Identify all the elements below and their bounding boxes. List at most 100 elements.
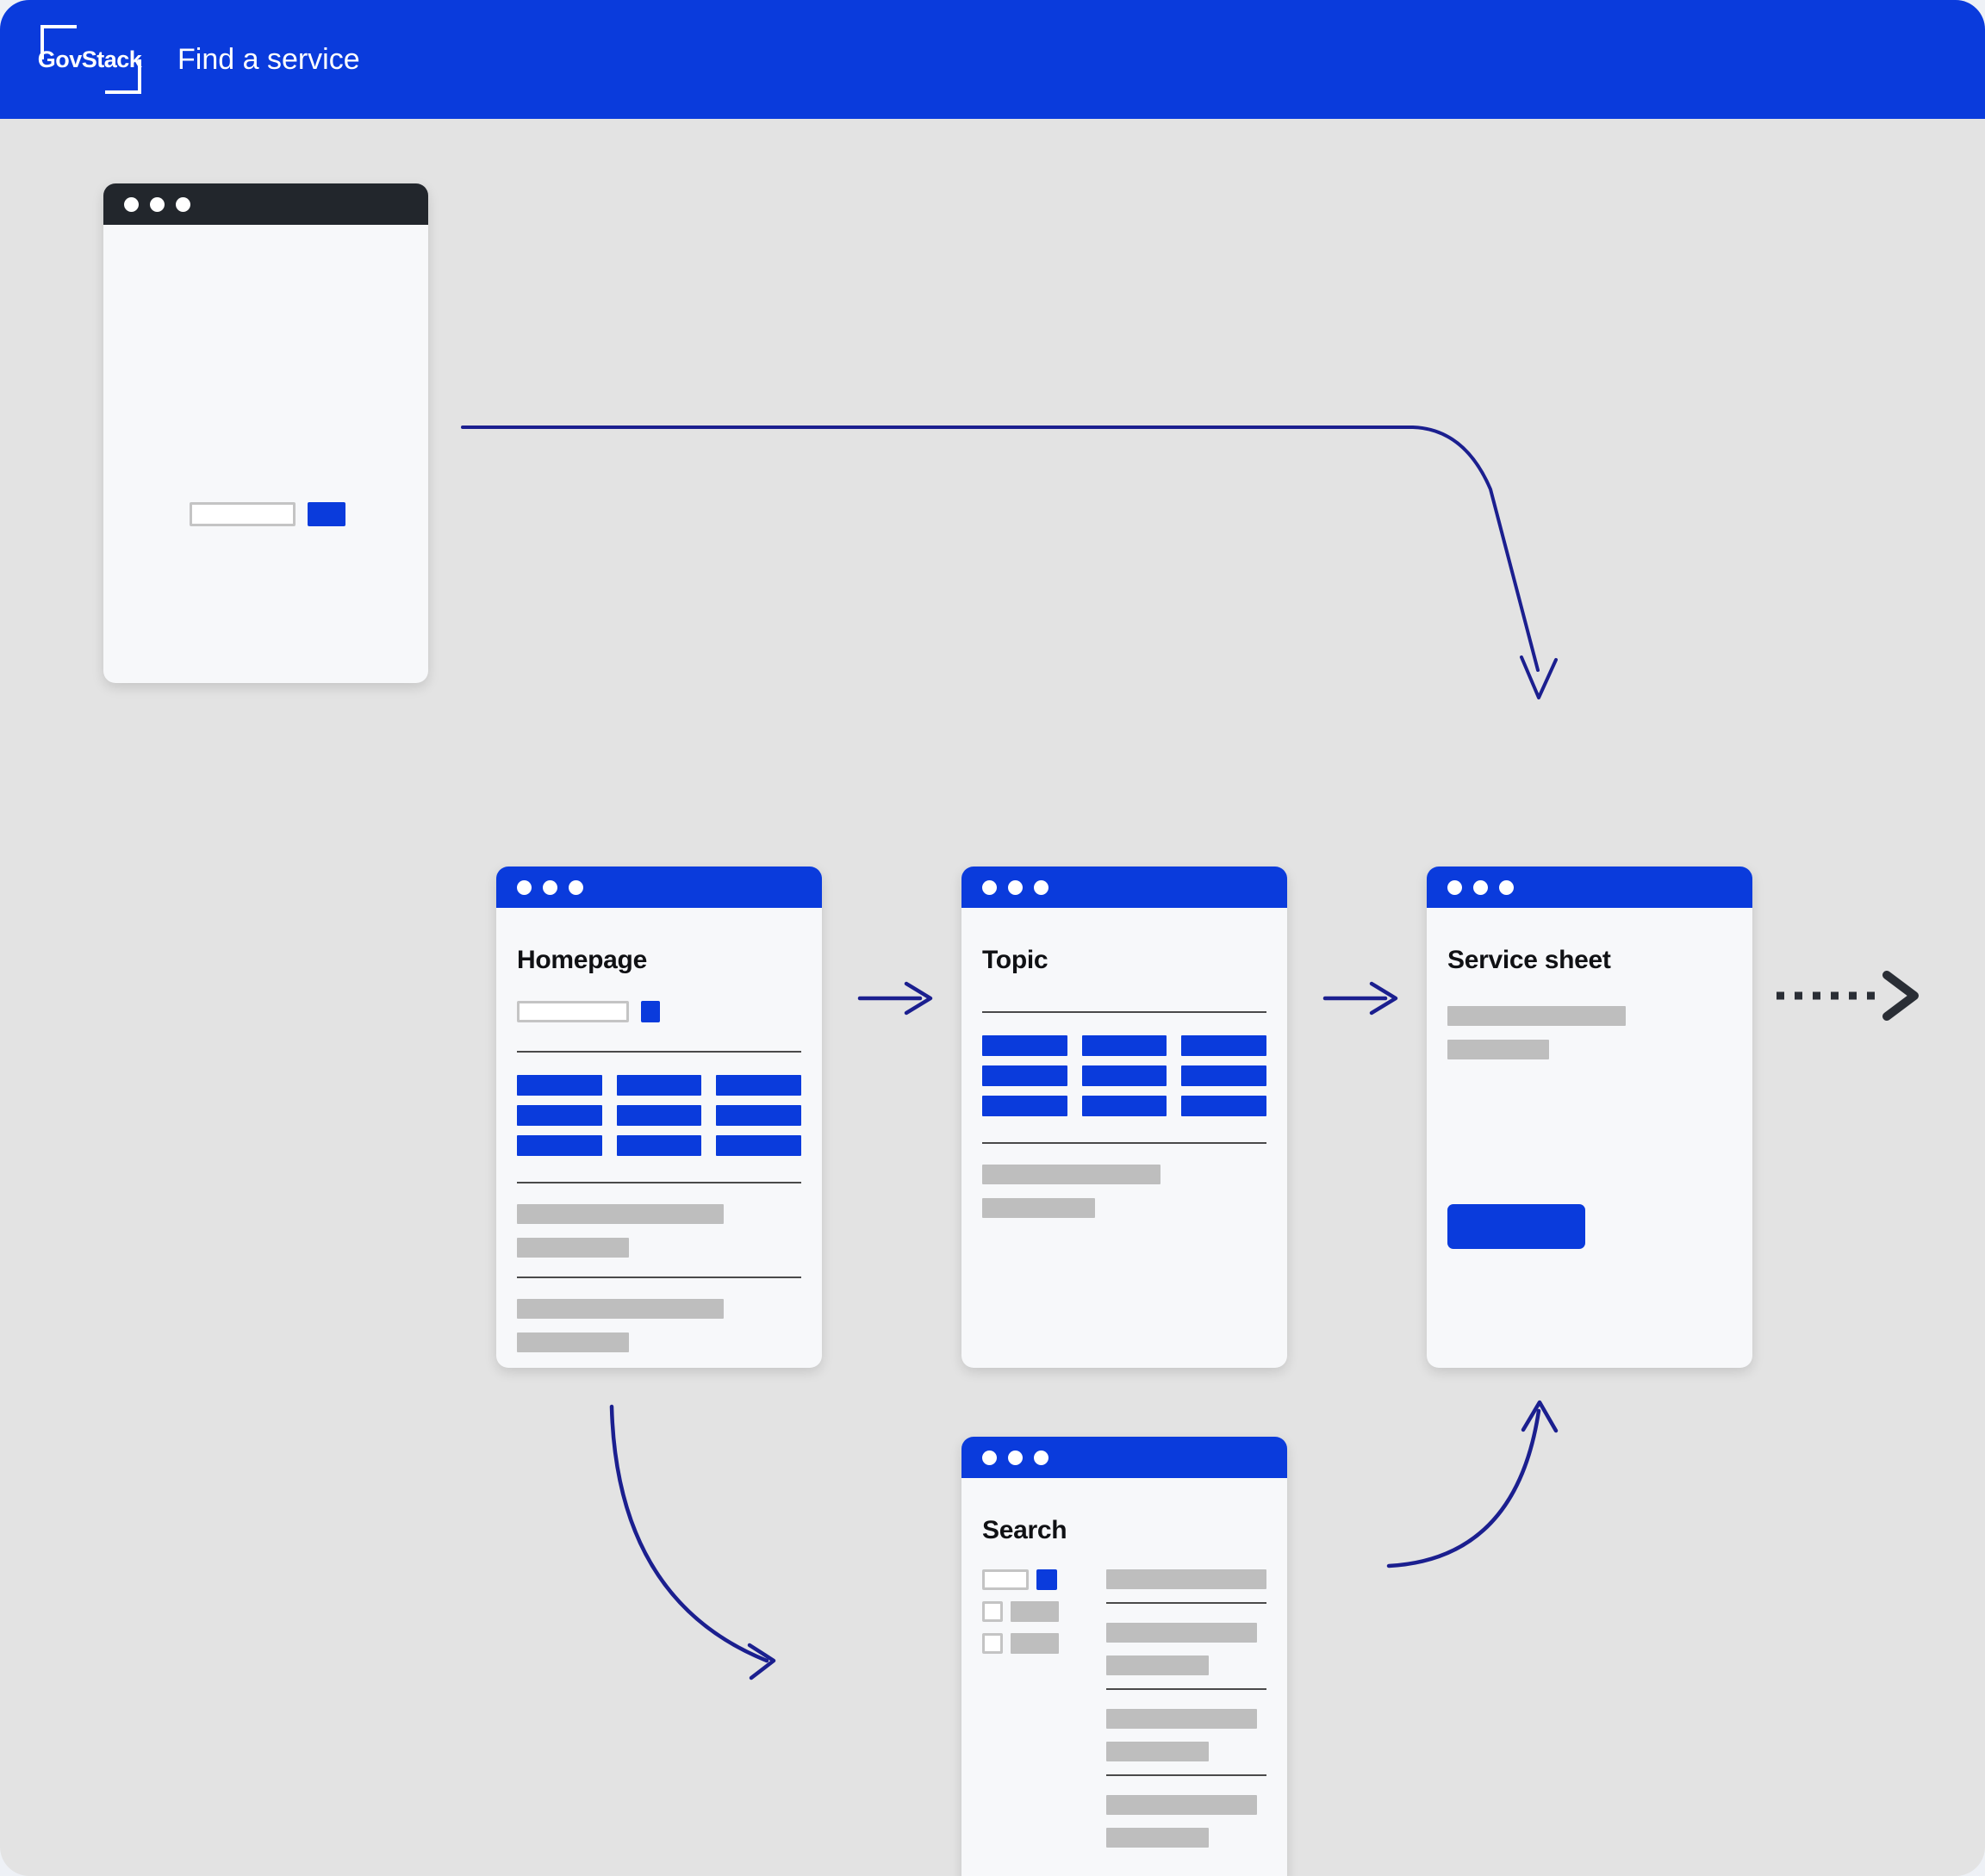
topic-tile-grid	[517, 1075, 801, 1156]
connector-search-to-service-sheet	[1386, 1400, 1559, 1569]
content-block	[1447, 1006, 1732, 1059]
search-submit-button[interactable]	[308, 502, 345, 526]
topic-tile[interactable]	[517, 1075, 602, 1096]
divider	[1106, 1602, 1266, 1604]
filter-checkbox[interactable]	[982, 1633, 1003, 1654]
card-title: Topic	[982, 946, 1049, 974]
divider	[982, 1142, 1266, 1144]
filter-row[interactable]	[982, 1633, 1084, 1654]
window-dot-icon	[1034, 1450, 1049, 1465]
spacer	[1427, 1073, 1752, 1204]
card-homepage[interactable]: Homepage	[496, 867, 822, 1368]
search-submit-button[interactable]	[1036, 1569, 1057, 1590]
divider	[517, 1182, 801, 1183]
window-dot-icon	[1473, 879, 1488, 895]
card-title: Service sheet	[1447, 946, 1611, 974]
search-filters-panel	[982, 1569, 1084, 1860]
window-dot-icon	[569, 879, 583, 895]
service-tile[interactable]	[1081, 1035, 1167, 1056]
service-tile[interactable]	[1081, 1096, 1167, 1116]
search-result-item[interactable]	[1106, 1623, 1266, 1675]
window-dot-icon	[1034, 879, 1049, 895]
window-dot-icon	[176, 196, 190, 212]
flow-canvas: Homepage	[0, 119, 1985, 1876]
service-tile[interactable]	[1181, 1035, 1266, 1056]
card-title: Search	[982, 1516, 1067, 1544]
window-dot-icon	[982, 879, 997, 895]
window-titlebar	[961, 1437, 1287, 1478]
connector-start-to-homepage	[461, 426, 1558, 699]
bracket-bottom-right-icon	[105, 59, 141, 94]
card-body: Search	[961, 1516, 1287, 1860]
card-body: Service sheet	[1427, 946, 1752, 1249]
topic-tile[interactable]	[716, 1105, 801, 1126]
connector-topic-to-service-sheet	[1322, 981, 1398, 1016]
divider	[517, 1277, 801, 1278]
search-result-item[interactable]	[1106, 1569, 1266, 1589]
topic-tile[interactable]	[517, 1105, 602, 1126]
divider	[517, 1051, 801, 1053]
search-results-list	[1106, 1569, 1266, 1860]
service-tile[interactable]	[982, 1065, 1067, 1086]
filter-checkbox[interactable]	[982, 1601, 1003, 1622]
filter-row[interactable]	[982, 1601, 1084, 1622]
service-tile[interactable]	[1181, 1096, 1266, 1116]
search-input[interactable]	[517, 1001, 629, 1022]
topic-tile[interactable]	[716, 1135, 801, 1156]
placeholder-text-bar	[517, 1332, 629, 1352]
bracket-top-left-icon	[40, 25, 77, 59]
content-block	[517, 1204, 801, 1258]
service-tile[interactable]	[1181, 1065, 1266, 1086]
topic-tile[interactable]	[716, 1075, 801, 1096]
window-dot-icon	[982, 1450, 997, 1465]
search-result-item[interactable]	[1106, 1795, 1266, 1848]
connector-service-sheet-to-next	[1777, 971, 1919, 1021]
card-service-sheet[interactable]: Service sheet	[1427, 867, 1752, 1368]
placeholder-text-bar	[1106, 1828, 1210, 1848]
window-titlebar	[496, 867, 822, 908]
topic-tile[interactable]	[517, 1135, 602, 1156]
search-query-row	[982, 1569, 1084, 1590]
placeholder-text-bar	[1106, 1569, 1266, 1589]
topic-tile[interactable]	[616, 1135, 702, 1156]
search-input[interactable]	[982, 1569, 1029, 1590]
card-title: Homepage	[517, 946, 647, 974]
window-dot-icon	[124, 196, 139, 212]
topic-tile[interactable]	[616, 1105, 702, 1126]
content-block	[982, 1165, 1266, 1218]
window-titlebar	[961, 867, 1287, 908]
window-dot-icon	[1008, 1450, 1023, 1465]
window-titlebar	[1427, 867, 1752, 908]
search-result-item[interactable]	[1106, 1709, 1266, 1761]
homepage-search-row	[517, 1001, 822, 1022]
service-tile-grid	[982, 1035, 1266, 1116]
apply-cta-button[interactable]	[1447, 1204, 1585, 1249]
window-titlebar	[103, 183, 428, 225]
card-start-window[interactable]	[103, 183, 428, 683]
connector-homepage-to-search	[609, 1404, 776, 1680]
service-tile[interactable]	[1081, 1065, 1167, 1086]
service-tile[interactable]	[982, 1035, 1067, 1056]
service-tile[interactable]	[982, 1096, 1067, 1116]
placeholder-text-bar	[517, 1238, 629, 1258]
connector-homepage-to-topic	[857, 981, 933, 1016]
window-dot-icon	[1447, 879, 1462, 895]
filter-label-placeholder	[1011, 1633, 1059, 1654]
topic-tile[interactable]	[616, 1075, 702, 1096]
placeholder-text-bar	[1106, 1709, 1257, 1729]
filter-label-placeholder	[1011, 1601, 1059, 1622]
divider	[982, 1011, 1266, 1013]
search-submit-button[interactable]	[641, 1001, 660, 1022]
placeholder-text-bar	[517, 1299, 724, 1319]
page-title: Find a service	[177, 42, 360, 76]
card-topic[interactable]: Topic	[961, 867, 1287, 1368]
divider	[1106, 1688, 1266, 1690]
placeholder-text-bar	[1447, 1006, 1626, 1026]
search-input[interactable]	[190, 502, 296, 526]
card-search[interactable]: Search	[961, 1437, 1287, 1876]
govstack-logo[interactable]: GovStack	[36, 23, 143, 96]
placeholder-text-bar	[1447, 1040, 1549, 1059]
window-dot-icon	[1008, 879, 1023, 895]
placeholder-text-bar	[1106, 1655, 1210, 1675]
